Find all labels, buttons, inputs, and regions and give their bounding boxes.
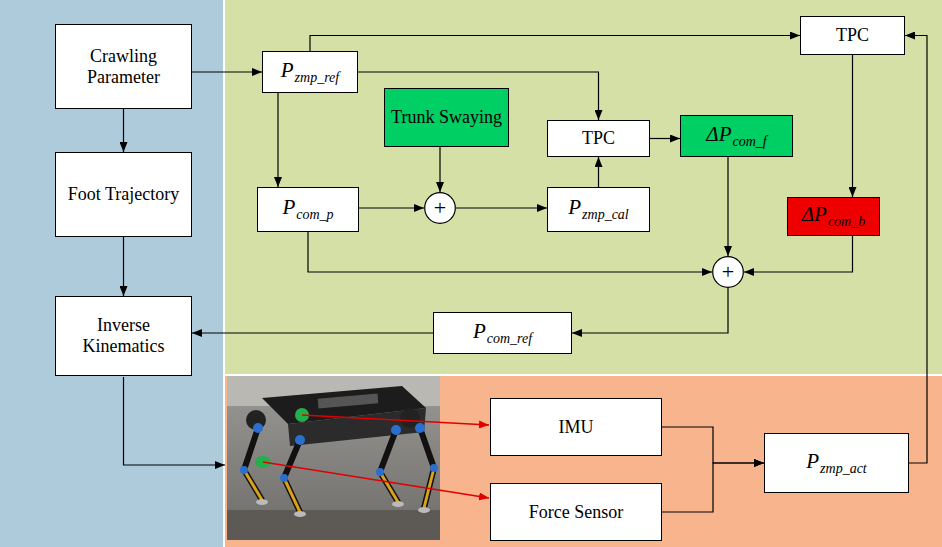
connector	[744, 236, 853, 272]
process-box: Foot Trajectory	[55, 152, 192, 237]
signal-symbol: P	[568, 195, 581, 219]
label-group: Pzmp_ref	[281, 58, 339, 86]
signal-box: ΔPcom_b	[787, 197, 880, 236]
signal-box: Pcom_ref	[433, 312, 572, 354]
box-label: TPC	[836, 25, 869, 45]
box-label: Foot Trajectory	[68, 184, 180, 204]
signal-symbol: ΔP	[706, 122, 731, 146]
signal-symbol: P	[281, 58, 294, 82]
signal-subscript: zmp_cal	[582, 207, 629, 222]
sensor-arrow	[263, 462, 489, 498]
connector	[310, 36, 800, 52]
signal-subscript: zmp_ref	[295, 70, 340, 85]
sensor-box: Force Sensor	[490, 483, 662, 541]
connector	[727, 157, 728, 256]
label-group: Trunk Swaying	[391, 107, 502, 128]
signal-box: Pzmp_act	[764, 433, 909, 493]
box-label: Crawling Parameter	[87, 46, 160, 87]
connector	[192, 332, 433, 333]
sensor-arrow	[302, 415, 489, 425]
connector	[359, 207, 424, 208]
box-label: Inverse Kinematics	[83, 315, 165, 356]
connector	[852, 55, 853, 197]
label-group: Inverse Kinematics	[61, 315, 186, 356]
connector	[598, 157, 599, 187]
signal-symbol: ΔP	[802, 202, 827, 226]
sum-sign: +	[722, 259, 734, 284]
connector	[662, 427, 764, 463]
label-group: Foot Trajectory	[68, 184, 180, 205]
signal-symbol: P	[473, 319, 486, 343]
connector	[905, 36, 927, 464]
box-label: TPC	[582, 128, 615, 148]
label-group: Pzmp_act	[806, 449, 867, 477]
signal-subscript: zmp_act	[820, 461, 867, 476]
connector	[662, 463, 764, 512]
process-box: Crawling Parameter	[55, 24, 192, 109]
connector	[650, 138, 680, 139]
label-group: +	[722, 261, 734, 283]
green-panel	[225, 0, 942, 374]
sensor-box: IMU	[490, 398, 662, 456]
label-group: Pzmp_cal	[568, 195, 629, 223]
label-group: Force Sensor	[529, 502, 623, 523]
signal-box: ΔPcom_f	[680, 115, 793, 157]
label-group: IMU	[559, 417, 594, 438]
connector	[192, 71, 262, 72]
orange-panel	[225, 376, 942, 547]
sum-sign: +	[434, 195, 446, 220]
signal-subscript: com_f	[732, 134, 766, 149]
label-group: +	[434, 197, 446, 219]
process-box: Inverse Kinematics	[55, 296, 192, 376]
box-label: IMU	[559, 417, 594, 437]
label-group: ΔPcom_f	[706, 122, 766, 150]
label-group: TPC	[836, 25, 869, 46]
controller-box: TPC	[547, 120, 650, 157]
signal-box: Pcom_p	[257, 187, 359, 232]
connector	[439, 147, 440, 192]
signal-box: Pzmp_ref	[262, 51, 358, 93]
connector	[308, 232, 712, 272]
label-group: Pcom_p	[282, 195, 333, 223]
command-line	[124, 377, 226, 465]
connector	[456, 207, 547, 208]
connector	[123, 237, 124, 296]
signal-symbol: P	[282, 195, 295, 219]
signal-subscript: com_p	[296, 207, 333, 222]
signal-subscript: com_b	[828, 214, 865, 229]
connector	[123, 109, 124, 152]
box-label: Force Sensor	[529, 502, 623, 522]
connector	[572, 288, 728, 333]
label-group: Crawling Parameter	[61, 46, 186, 87]
label-group: ΔPcom_b	[802, 202, 865, 230]
signal-box: Pzmp_cal	[547, 187, 650, 232]
process-box: Trunk Swaying	[384, 88, 509, 147]
label-group: Pcom_ref	[473, 319, 532, 347]
sum-junction: +	[712, 256, 744, 288]
signal-symbol: P	[806, 449, 819, 473]
controller-box: TPC	[800, 16, 905, 55]
sum-junction: +	[424, 192, 456, 224]
label-group: TPC	[582, 128, 615, 149]
box-label: Trunk Swaying	[391, 107, 502, 127]
connector	[277, 93, 278, 187]
robot-photo	[227, 376, 440, 540]
signal-subscript: com_ref	[487, 331, 532, 346]
